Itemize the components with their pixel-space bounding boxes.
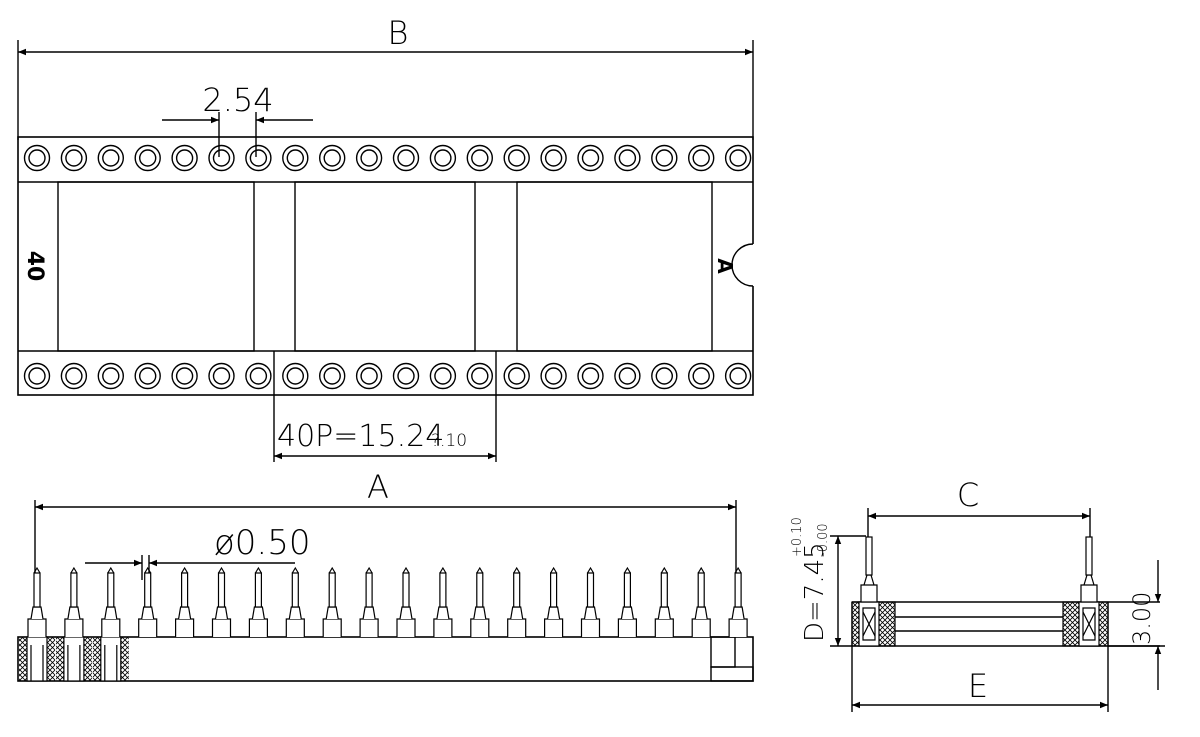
top-pin: [60, 144, 88, 172]
bottom-pin-row: [23, 362, 752, 390]
bottom-pin: [540, 362, 567, 390]
side-pin: [175, 566, 195, 637]
side-pin: [544, 566, 564, 637]
side-pin: [507, 566, 527, 637]
side-end-block-top: [710, 636, 736, 668]
bottom-pin: [577, 362, 604, 390]
side-pin: [55, 566, 92, 682]
tol-minus-label: -0.00: [816, 523, 831, 557]
dim-b-label: B: [388, 14, 409, 52]
top-pin: [319, 144, 346, 172]
top-pin: [688, 144, 715, 172]
bottom-pin: [208, 362, 235, 390]
side-view: [17, 500, 754, 682]
top-pin: [503, 144, 530, 172]
side-pin: [322, 566, 342, 637]
bottom-pin: [60, 362, 88, 390]
bottom-pin: [724, 362, 752, 390]
side-pin-row: [19, 566, 748, 682]
dim-a-label: A: [367, 468, 389, 506]
side-pin: [285, 566, 305, 637]
bottom-pin: [392, 362, 420, 390]
top-pin: [355, 144, 383, 172]
row-tolerance-label: ?.10: [431, 431, 467, 451]
side-pin: [617, 566, 637, 637]
bottom-pin: [97, 362, 125, 390]
row-spacing-label: 40P=15.24: [277, 419, 444, 454]
top-pin: [724, 144, 752, 172]
end-view: [830, 508, 1165, 712]
bottom-pin: [282, 362, 309, 390]
top-pin: [577, 144, 604, 172]
side-pin: [654, 566, 674, 637]
side-pin: [470, 566, 490, 637]
bottom-pin: [355, 362, 383, 390]
top-pin: [466, 144, 493, 172]
top-pin: [540, 144, 567, 172]
top-pin: [97, 144, 125, 172]
side-pin: [19, 566, 55, 682]
bottom-pin: [429, 362, 457, 390]
pin1-notch: [731, 243, 754, 287]
tol-plus-label: +0.10: [790, 517, 805, 557]
side-pin: [728, 566, 748, 637]
side-pin: [92, 566, 129, 682]
bottom-pin: [614, 362, 641, 390]
bottom-pin: [466, 362, 493, 390]
window-left: [57, 181, 255, 352]
pitch-label: 2.54: [202, 81, 273, 119]
bottom-pin: [688, 362, 715, 390]
side-pin: [359, 566, 379, 637]
side-pin: [580, 566, 601, 637]
pin-diameter-label: ø0.50: [214, 523, 311, 563]
bottom-pin: [319, 362, 346, 390]
dim-d-label: D=7.45: [800, 542, 830, 642]
side-pin: [396, 566, 416, 637]
top-pin: [392, 144, 420, 172]
bottom-pin: [23, 362, 51, 390]
dim-c-label: C: [957, 476, 979, 514]
top-pin: [614, 144, 641, 172]
end-contact-right: [1062, 536, 1109, 647]
bottom-pin: [245, 362, 272, 390]
top-pin: [208, 144, 235, 172]
side-pin: [248, 566, 268, 637]
bottom-pin: [171, 362, 198, 390]
socket-body: [17, 136, 754, 396]
side-pin: [211, 566, 232, 637]
side-pin: [138, 566, 158, 637]
top-pin: [245, 144, 272, 172]
pin-count-label: 40: [22, 251, 47, 282]
side-pin: [691, 566, 711, 637]
pin1-marker-label: A: [713, 258, 737, 274]
bottom-pin: [651, 362, 678, 390]
side-body: [17, 636, 754, 682]
bottom-pin: [503, 362, 530, 390]
top-pin: [429, 144, 457, 172]
top-pin: [23, 144, 51, 172]
top-pin-row: [23, 144, 752, 172]
dim-e-label: E: [968, 667, 988, 705]
window-right: [516, 181, 713, 352]
top-pin: [134, 144, 161, 172]
end-contact-left: [851, 536, 896, 647]
top-pin: [651, 144, 678, 172]
window-center: [294, 181, 476, 352]
height-label: 3.00: [1128, 592, 1156, 645]
top-pin: [282, 144, 309, 172]
top-pin: [171, 144, 198, 172]
bottom-pin: [134, 362, 161, 390]
side-pin: [433, 566, 453, 637]
top-view: [17, 40, 754, 462]
side-end-block-bottom: [710, 666, 754, 682]
